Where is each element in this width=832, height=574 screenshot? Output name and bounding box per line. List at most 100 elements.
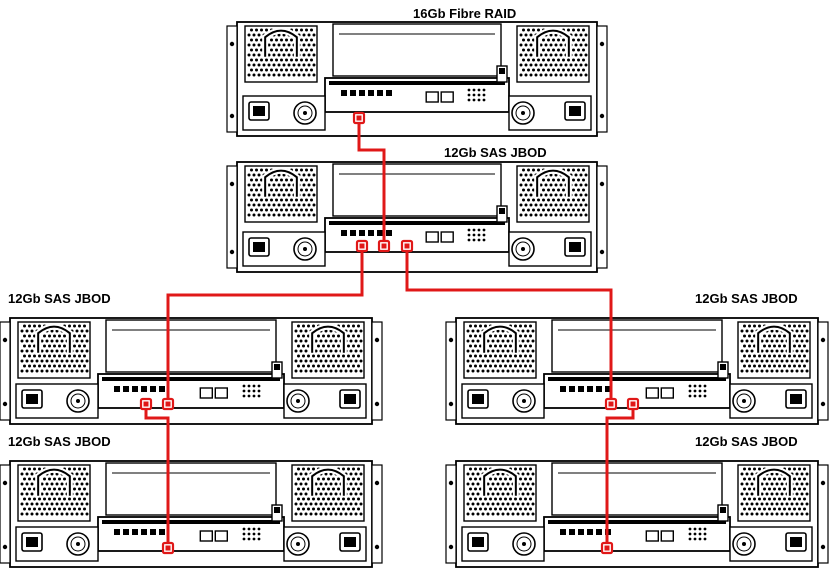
port-icon [587, 529, 593, 535]
screw-icon [229, 41, 235, 47]
port-icon [132, 386, 138, 392]
port-icon [368, 90, 374, 96]
port-icon [569, 529, 575, 535]
port-icon [386, 230, 392, 236]
rack-ear-left [226, 25, 238, 133]
power-supply [729, 383, 813, 419]
power-supply [461, 383, 545, 419]
screw-icon [599, 249, 605, 255]
rack-ear-right [371, 321, 383, 421]
port-icon [159, 386, 165, 392]
port-icon [377, 230, 383, 236]
chassis-jbod-left-4 [0, 460, 383, 568]
ethernet-port-icon [645, 387, 659, 399]
fan-grille [291, 321, 365, 379]
ethernet-port-icon [199, 387, 214, 399]
screw-icon [448, 337, 454, 343]
rack-ear-left [445, 464, 457, 564]
fan-grille [737, 321, 811, 379]
cable-raid-to-jbod-2 [357, 118, 386, 246]
label-jbod-left-3: 12Gb SAS JBOD [8, 291, 111, 306]
port-icon [560, 529, 566, 535]
screw-icon [448, 480, 454, 486]
label-jbod-2: 12Gb SAS JBOD [444, 145, 547, 160]
screw-icon [2, 337, 8, 343]
screw-icon [229, 113, 235, 119]
port-icon [350, 90, 356, 96]
port-icon [341, 90, 347, 96]
screw-icon [448, 544, 454, 550]
top-bay-plate [332, 23, 502, 77]
screw-icon [448, 401, 454, 407]
power-supply [461, 526, 545, 562]
screw-icon [2, 544, 8, 550]
port-icon [132, 529, 138, 535]
label-jbod-right-3: 12Gb SAS JBOD [695, 291, 798, 306]
chassis-jbod-right-3 [445, 317, 829, 425]
port-icon [578, 529, 584, 535]
fan-grille [244, 165, 318, 223]
port-icon [114, 386, 120, 392]
ethernet-port-icon [199, 530, 214, 542]
port-icon [560, 386, 566, 392]
fan-grille [516, 25, 590, 83]
screw-icon [820, 337, 826, 343]
ethernet-port-icon [440, 231, 454, 243]
port-icon [368, 230, 374, 236]
ethernet-port-icon [440, 91, 454, 103]
chassis-jbod-left-3 [0, 317, 383, 425]
fan-grille [737, 464, 811, 522]
cable-jbod-right-3-to-jbod-right-4 [605, 404, 635, 548]
rack-ear-right [371, 464, 383, 564]
power-supply [283, 526, 367, 562]
fan-grille [291, 464, 365, 522]
power-supply [242, 95, 326, 131]
fan-grille [463, 321, 537, 379]
label-jbod-right-4: 12Gb SAS JBOD [695, 434, 798, 449]
top-bay-plate [551, 319, 723, 373]
ethernet-port-icon [660, 530, 674, 542]
cable-jbod-left-3-to-jbod-left-4 [144, 404, 170, 548]
rack-ear-left [0, 321, 11, 421]
ethernet-port-icon [214, 530, 229, 542]
port-icon [150, 529, 156, 535]
fan-grille [463, 464, 537, 522]
port-icon [123, 529, 129, 535]
rack-ear-left [0, 464, 11, 564]
fan-grille [516, 165, 590, 223]
top-bay-plate [551, 462, 723, 516]
port-icon [587, 386, 593, 392]
port-icon [569, 386, 575, 392]
port-icon [359, 90, 365, 96]
fan-grille [244, 25, 318, 83]
port-icon [605, 386, 611, 392]
power-supply [15, 383, 99, 419]
fan-grille [17, 464, 91, 522]
screw-icon [820, 480, 826, 486]
screw-icon [599, 181, 605, 187]
screw-icon [374, 337, 380, 343]
port-icon [123, 386, 129, 392]
port-icon [150, 386, 156, 392]
top-bay-plate [105, 462, 277, 516]
label-raid: 16Gb Fibre RAID [413, 6, 517, 21]
power-supply [15, 526, 99, 562]
port-icon [159, 529, 165, 535]
rack-ear-right [596, 165, 608, 269]
ethernet-port-icon [660, 387, 674, 399]
screw-icon [820, 401, 826, 407]
power-supply [729, 526, 813, 562]
port-icon [114, 529, 120, 535]
power-supply [283, 383, 367, 419]
port-icon [386, 90, 392, 96]
cable-jbod-2-to-jbod-right-3 [405, 246, 613, 404]
port-icon [377, 90, 383, 96]
screw-icon [229, 249, 235, 255]
rack-ear-right [817, 464, 829, 564]
top-bay-plate [332, 163, 502, 217]
chassis-raid [226, 21, 608, 137]
port-icon [141, 386, 147, 392]
screw-icon [2, 401, 8, 407]
screw-icon [374, 480, 380, 486]
